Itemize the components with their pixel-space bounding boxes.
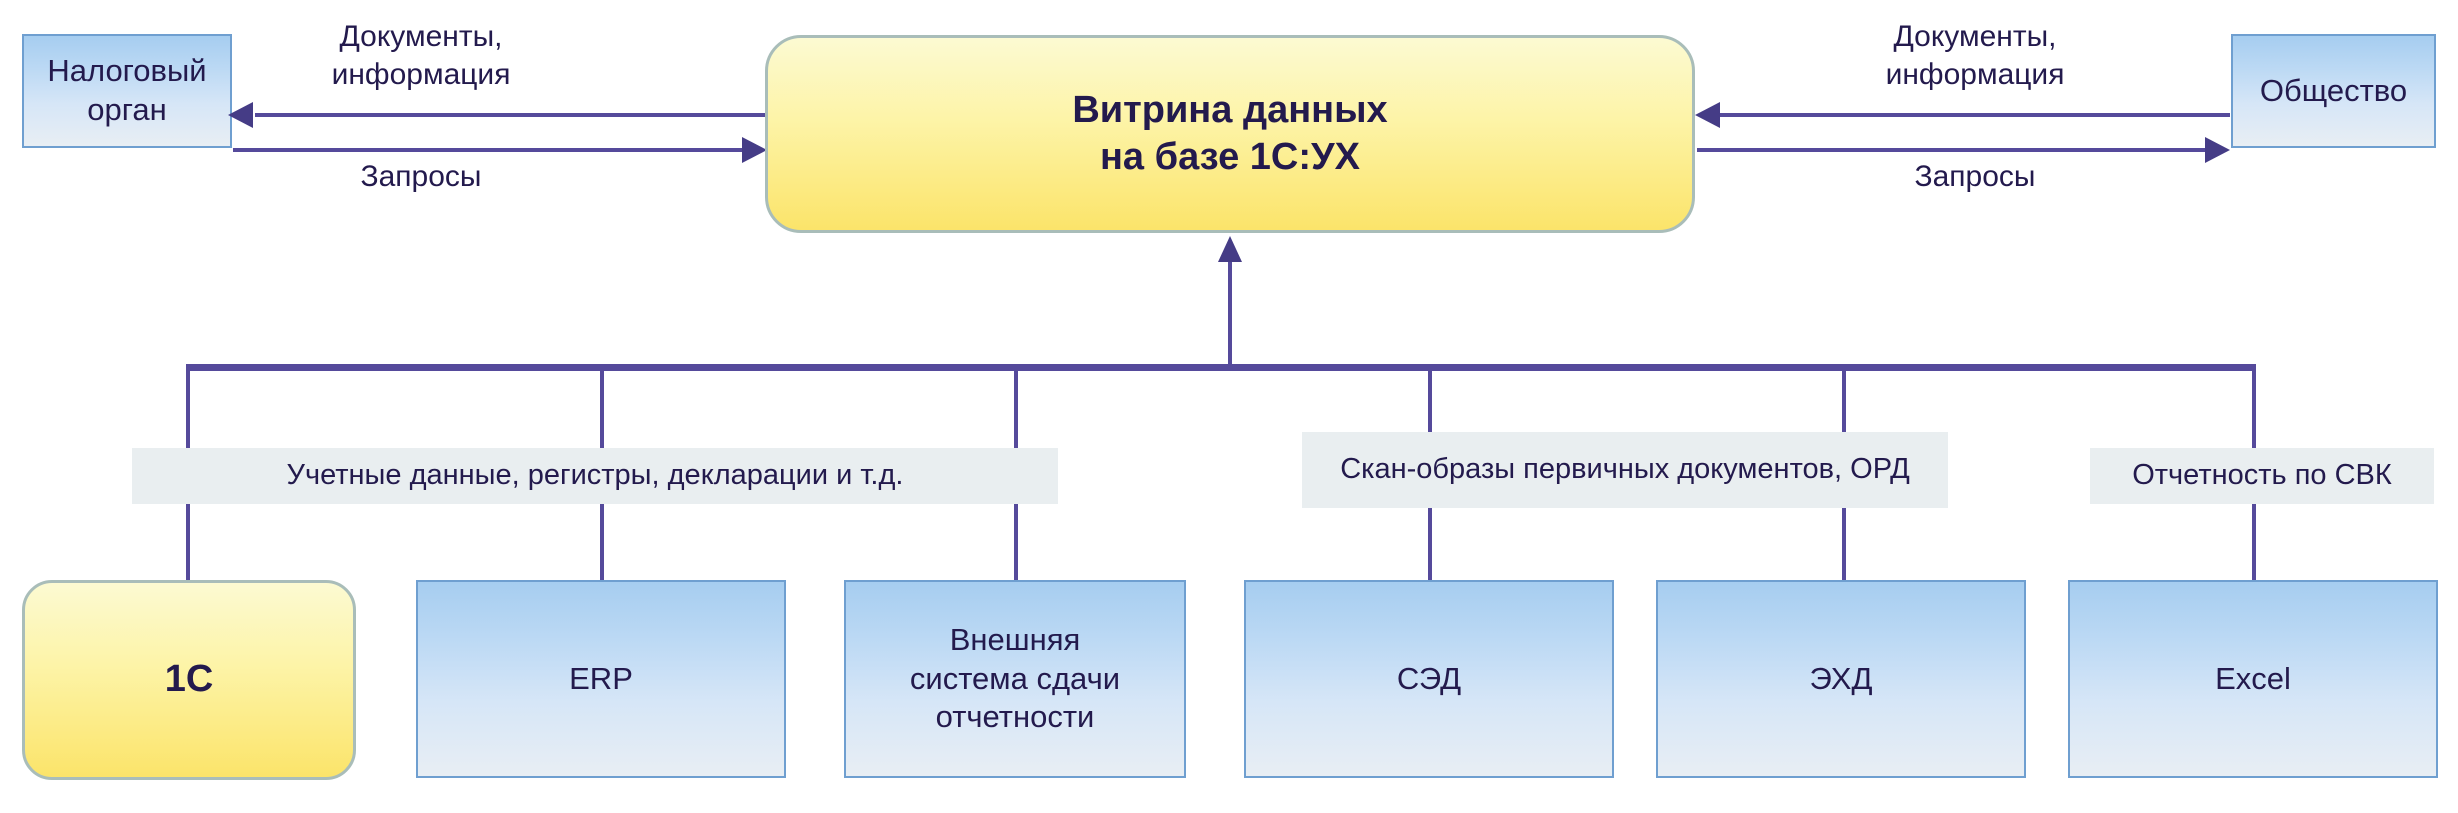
node-society[interactable]: Общество: [2231, 34, 2436, 148]
node-source-sed-label: СЭД: [1396, 660, 1462, 696]
node-society-label: Общество: [2259, 72, 2408, 108]
edge-label-right-outbound: Запросы: [1914, 160, 2036, 193]
node-source-external-reporting-label: Внешняя система сдачи отчетности: [909, 621, 1121, 735]
caption-svk-reporting: Отчетность по СВК: [2090, 448, 2434, 504]
node-tax-authority[interactable]: Налоговый орган: [22, 34, 232, 148]
edge-right-outbound-arrowhead: [2205, 137, 2230, 163]
node-source-external-reporting[interactable]: Внешняя система сдачи отчетности: [844, 580, 1186, 778]
node-source-ehd[interactable]: ЭХД: [1656, 580, 2026, 778]
edge-left-inbound-line: [255, 113, 767, 117]
node-source-1c[interactable]: 1С: [22, 580, 356, 780]
node-source-sed[interactable]: СЭД: [1244, 580, 1614, 778]
edge-bus-horizontal: [186, 364, 2256, 371]
caption-scanned-documents: Скан-образы первичных документов, ОРД: [1302, 432, 1948, 508]
edge-left-outbound-arrowhead: [742, 137, 767, 163]
edge-bus-riser-arrowhead: [1218, 236, 1242, 262]
caption-accounting-data: Учетные данные, регистры, декларации и т…: [132, 448, 1058, 504]
node-data-mart-line2: на базе 1С:УХ: [1099, 136, 1360, 178]
edge-left-inbound-arrowhead: [228, 102, 253, 128]
node-source-ehd-label: ЭХД: [1809, 660, 1873, 696]
node-source-erp-label: ERP: [569, 660, 633, 696]
edge-bus-riser: [1228, 262, 1232, 368]
node-source-1c-label: 1С: [164, 658, 214, 701]
node-source-erp[interactable]: ERP: [416, 580, 786, 778]
edge-label-right-inbound: Документы, информация: [1885, 20, 2065, 91]
node-tax-authority-line2: орган: [87, 92, 167, 127]
node-tax-authority-line1: Налоговый: [47, 53, 207, 89]
edge-left-outbound-line: [233, 148, 745, 152]
edge-right-outbound-line: [1697, 148, 2209, 152]
edge-label-left-outbound: Запросы: [360, 160, 482, 193]
edge-right-inbound-arrowhead: [1695, 102, 1720, 128]
node-source-excel[interactable]: Excel: [2068, 580, 2438, 778]
node-data-mart-line1: Витрина данных: [1072, 88, 1388, 131]
edge-right-inbound-line: [1720, 113, 2230, 117]
node-source-excel-label: Excel: [2215, 660, 2291, 696]
edge-label-left-inbound: Документы, информация: [331, 20, 511, 91]
node-data-mart[interactable]: Витрина данных на базе 1С:УХ: [765, 35, 1695, 233]
